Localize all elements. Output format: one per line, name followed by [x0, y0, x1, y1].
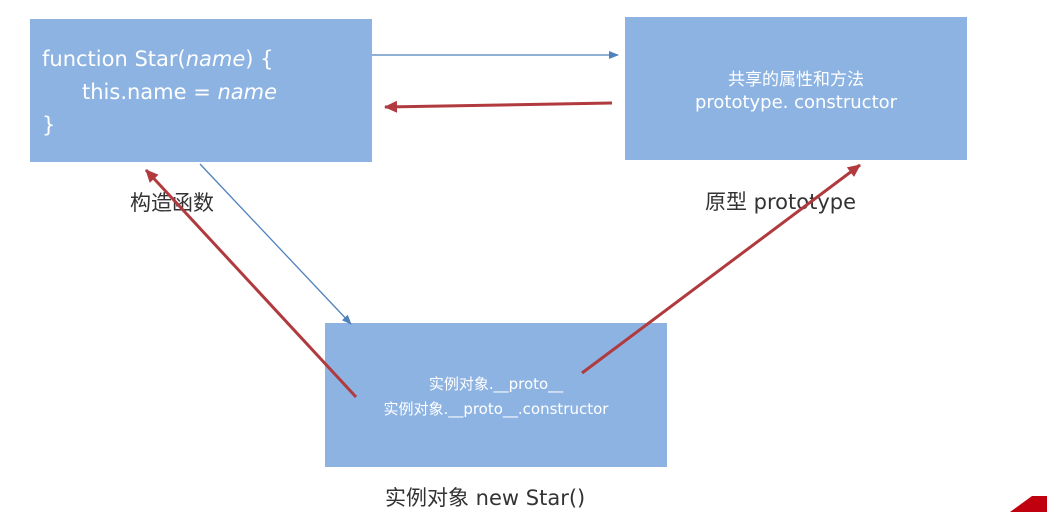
instance-proto-label: 实例对象.__proto__ — [428, 375, 564, 393]
code-line-1: function Star(name) { — [42, 43, 372, 76]
arrow-constructor-to-instance — [199, 163, 352, 325]
prototype-constructor-label: prototype. constructor — [694, 92, 898, 113]
corner-decoration — [1010, 496, 1047, 512]
code-open-brace: ) { — [245, 47, 274, 71]
caption-constructor: 构造函数 — [130, 191, 214, 215]
arrow-prototype-to-constructor — [384, 100, 613, 113]
code-param: name — [185, 47, 246, 71]
arrow-instance-to-prototype — [581, 163, 861, 375]
code-assignment: this.name = — [82, 80, 218, 104]
code-line-2: this.name = name — [42, 76, 372, 109]
constructor-box: function Star(name) { this.name = name } — [30, 19, 372, 162]
caption-prototype: 原型 prototype — [705, 190, 857, 214]
arrow-instance-to-constructor — [144, 168, 358, 399]
code-line-3: } — [42, 113, 56, 137]
code-function-signature: function Star( — [42, 47, 186, 71]
instance-box: 实例对象.__proto__ 实例对象.__proto__.constructo… — [325, 323, 667, 467]
caption-instance: 实例对象 new Star() — [385, 486, 586, 510]
instance-proto-constructor-label: 实例对象.__proto__.constructor — [383, 400, 609, 418]
prototype-description: 共享的属性和方法 — [728, 70, 864, 90]
code-assignment-value: name — [217, 80, 278, 104]
prototype-box: 共享的属性和方法 prototype. constructor — [625, 17, 967, 160]
